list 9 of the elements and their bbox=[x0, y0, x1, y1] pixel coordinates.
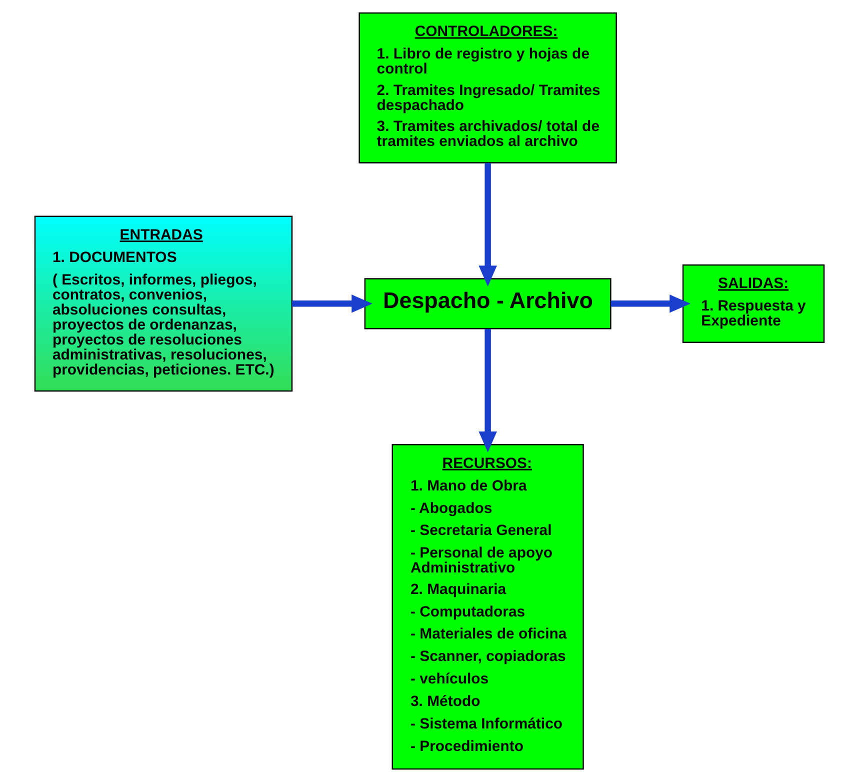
node-box: SALIDAS: 1. Respuesta y Expediente bbox=[682, 264, 825, 343]
arrow bbox=[478, 329, 497, 452]
node-box: RECURSOS: 1. Mano de Obra - Abogados - Secretaria General - Personal de apoyo Administrativo 2. Maquinaria - Computadoras - Materiales de oficina - Scanner, copiadoras - vehículos 3. Método - Sistema Informático - Procedimiento bbox=[392, 444, 584, 770]
arrow bbox=[610, 294, 690, 313]
node-box: ENTRADAS 1. DOCUMENTOS ( Escritos, informes, pliegos, contratos, convenios, absoluciones consultas, proyectos de ordenanzas, proyectos de resoluciones administrativas, resoluciones, providencias, peticiones. ETC.) bbox=[34, 216, 293, 392]
node-box: Despacho - Archivo bbox=[364, 278, 612, 330]
arrow bbox=[292, 294, 372, 313]
arrow bbox=[478, 163, 497, 286]
node-box: CONTROLADORES: 1. Libro de registro y hojas de control 2. Tramites Ingresado/ Tramites despachado 3. Tramites archivados/ total de tramites enviados al archivo bbox=[358, 12, 617, 164]
